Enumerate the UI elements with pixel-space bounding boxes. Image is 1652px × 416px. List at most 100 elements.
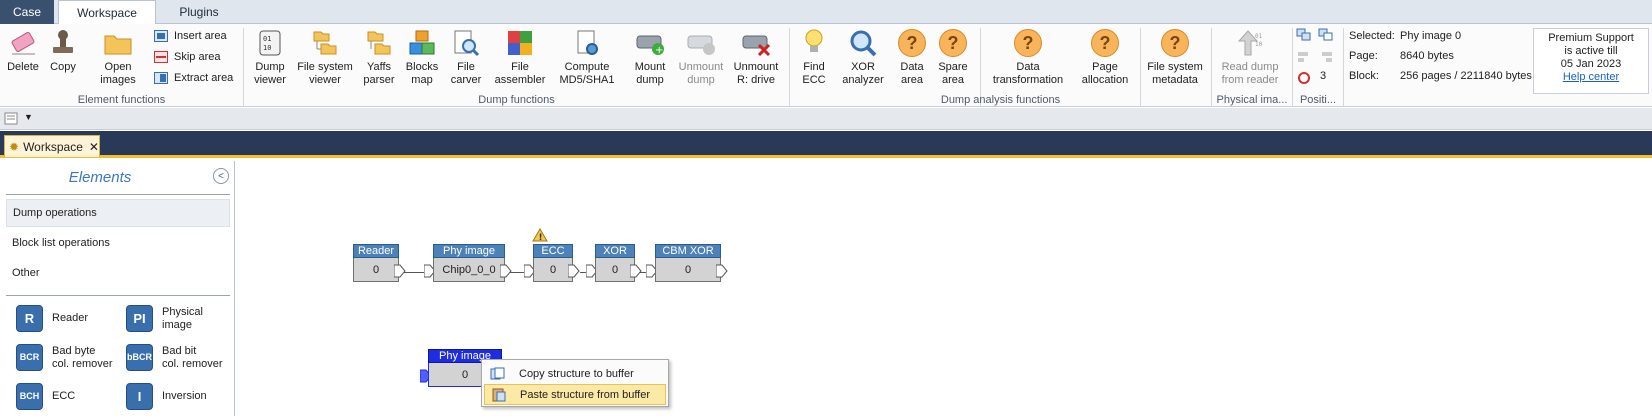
category-dump-operations[interactable]: Dump operations (6, 199, 230, 227)
doc-tab-workspace[interactable]: ✹ Workspace ✕ (4, 135, 100, 157)
output-port-icon[interactable] (715, 264, 728, 278)
file-carver-button[interactable]: File carver (446, 28, 486, 87)
node-title: Reader (353, 244, 399, 258)
eraser-icon (8, 28, 38, 58)
output-port-icon[interactable] (393, 264, 406, 278)
collapse-panel-icon[interactable]: < (213, 168, 229, 184)
node-ecc[interactable]: ECC 0 (533, 244, 573, 282)
blocks-map-button[interactable]: Blocks map (402, 28, 442, 87)
menu-item-copy-structure[interactable]: Copy structure to buffer (484, 363, 666, 384)
input-port-icon[interactable] (423, 264, 436, 278)
svg-text:+: + (655, 45, 663, 56)
block-value: 256 pages / 2211840 bytes (1400, 70, 1532, 82)
skip-area-button[interactable]: Skip area (153, 48, 220, 66)
input-port-icon[interactable] (645, 264, 658, 278)
copy-structure-icon (489, 366, 507, 382)
group-label-element-functions: Element functions (77, 94, 166, 106)
input-port-icon[interactable] (523, 264, 536, 278)
category-block-list-operations[interactable]: Block list operations (12, 237, 110, 249)
element-reader[interactable]: R Reader (16, 305, 88, 332)
tab-case[interactable]: Case (0, 0, 54, 24)
node-value: 0 (595, 258, 635, 282)
menu-item-paste-structure[interactable]: Paste structure from buffer (484, 384, 666, 405)
ribbon-tab-bar: Case Workspace Plugins (0, 0, 1652, 25)
data-transformation-button[interactable]: ? Data transformation (984, 28, 1072, 87)
data-area-button[interactable]: ? Data area (892, 28, 932, 87)
doc-tab-label: Workspace (23, 139, 83, 154)
copy-button[interactable]: Copy (44, 28, 82, 74)
arrange-icon[interactable] (1318, 28, 1334, 42)
grid-magnet-icon[interactable] (1296, 71, 1312, 85)
delete-button[interactable]: Delete (4, 28, 42, 74)
svg-text:01: 01 (1255, 33, 1263, 40)
node-value: 0 (533, 258, 573, 282)
unmount-r-drive-button[interactable]: Unmount R: drive (730, 28, 782, 87)
ribbon-separator (789, 28, 790, 106)
output-port-icon[interactable] (499, 264, 512, 278)
ribbon-separator (1140, 28, 1141, 106)
file-system-viewer-button[interactable]: File system viewer (294, 28, 356, 87)
open-images-button[interactable]: Open images (88, 28, 148, 87)
help-center-link[interactable]: Help center (1562, 71, 1620, 83)
element-inversion[interactable]: I Inversion (126, 383, 207, 410)
question-icon: ? (1091, 29, 1119, 57)
align-right-icon[interactable] (1318, 50, 1334, 64)
svg-text:10: 10 (263, 44, 271, 52)
selected-value: Phy image 0 (1400, 30, 1462, 42)
node-cbm-xor[interactable]: CBM XOR 0 (655, 244, 721, 282)
insert-area-button[interactable]: Insert area (153, 27, 227, 45)
yaffs-parser-button[interactable]: Yaffs parser (359, 28, 399, 87)
group-label-position: Positi... (1299, 94, 1337, 106)
ribbon-separator (1292, 28, 1293, 106)
node-reader[interactable]: Reader 0 (353, 244, 399, 282)
output-port-icon[interactable] (629, 264, 642, 278)
quick-access-icon[interactable] (4, 112, 20, 126)
file-system-metadata-button[interactable]: ? File system metadata (1143, 28, 1207, 87)
question-icon: ? (939, 29, 967, 57)
close-icon[interactable]: ✕ (88, 139, 99, 154)
svg-text:!: ! (539, 233, 543, 242)
connection-wire (398, 272, 424, 273)
ribbon-separator (1343, 28, 1344, 106)
element-ecc[interactable]: BCH ECC (16, 383, 75, 410)
output-port-icon[interactable] (567, 264, 580, 278)
align-icon[interactable] (1296, 28, 1312, 42)
node-phy-image[interactable]: Phy image Chip0_0_0 (433, 244, 505, 282)
disk-plus-icon: + (635, 28, 665, 58)
connection-wire (510, 272, 524, 273)
xor-analyzer-button[interactable]: XOR analyzer (838, 28, 888, 87)
bad-byte-remover-icon: BCR (16, 344, 43, 371)
svg-text:10: 10 (1255, 41, 1263, 48)
input-port-icon[interactable] (585, 264, 598, 278)
paste-structure-icon (490, 387, 508, 403)
page-allocation-button[interactable]: ? Page allocation (1074, 28, 1136, 87)
find-ecc-button[interactable]: Find ECC (795, 28, 833, 87)
node-value: 0 (655, 258, 721, 282)
question-icon: ? (898, 29, 926, 57)
support-line-2: is active till (1564, 45, 1618, 57)
spare-area-button[interactable]: ? Spare area (933, 28, 973, 87)
node-title: XOR (595, 244, 635, 258)
disk-minus-icon (686, 28, 716, 58)
extract-area-button[interactable]: Extract area (153, 69, 233, 87)
mount-dump-button[interactable]: + Mount dump (628, 28, 672, 87)
category-other[interactable]: Other (12, 267, 40, 279)
question-icon: ? (1161, 29, 1189, 57)
file-assembler-button[interactable]: File assembler (490, 28, 550, 87)
quick-access-dropdown-icon[interactable]: ▼ (24, 112, 33, 122)
tab-plugins[interactable]: Plugins (179, 5, 219, 19)
unmount-dump-button[interactable]: Unmount dump (676, 28, 726, 87)
page-label: Page: (1349, 50, 1378, 62)
compute-md5-sha1-button[interactable]: Compute MD5/SHA1 (554, 28, 620, 87)
divider (6, 194, 230, 195)
align-left-icon[interactable] (1296, 50, 1312, 64)
node-xor[interactable]: XOR 0 (595, 244, 635, 282)
group-label-dump-functions: Dump functions (478, 94, 555, 106)
tab-workspace[interactable]: Workspace (58, 0, 156, 25)
lightbulb-icon (799, 28, 829, 58)
